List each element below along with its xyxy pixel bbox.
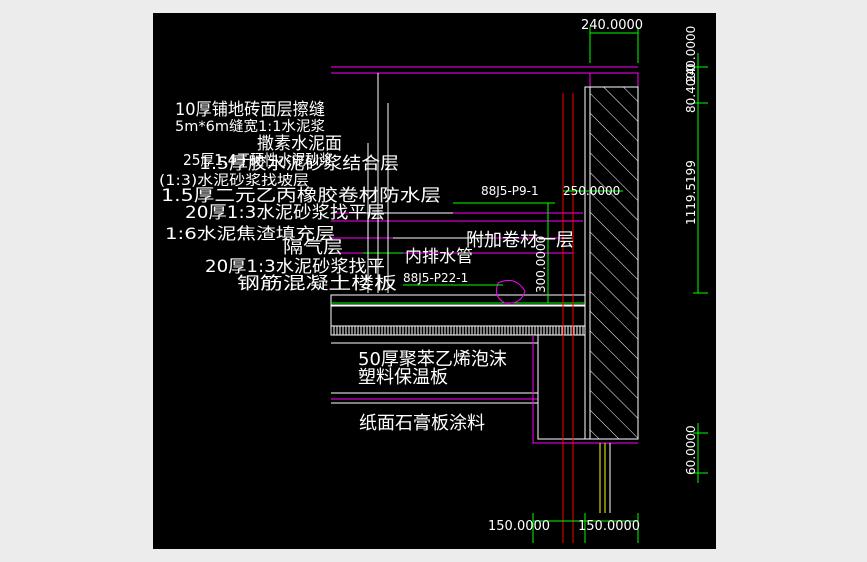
layer-label-0: 10厚铺地砖面层擦缝 — [175, 100, 325, 120]
dim-right-top: 80.4000 — [684, 63, 698, 113]
dim-vertical-inner: 300.0000 — [534, 236, 548, 293]
layer-label-7: 20厚1:3水泥砂浆找平层 — [185, 203, 385, 223]
layer-label-1: 5m*6m缝宽1:1水泥浆 — [175, 118, 325, 135]
layer-label-10: 20厚1:3水泥砂浆找平 — [205, 257, 385, 277]
note-insulation-1: 50厚聚苯乙烯泡沫 — [358, 349, 507, 370]
dim-right-height: 1119.5199 — [684, 160, 698, 225]
layer-label-11: 钢筋混凝土楼板 — [237, 274, 397, 294]
dim-right-top-overlap: 240.0000 — [684, 26, 698, 83]
layer-label-9: 隔气层 — [283, 238, 343, 258]
dim-bottom-right: 150.0000 — [578, 519, 640, 534]
dim-top-width: 240.0000 — [581, 18, 643, 33]
layer-label-4: 1.5厚胶水泥砂浆结合层 — [199, 154, 399, 174]
dimension-lines — [363, 27, 708, 543]
ref-mid: 88J5-P22-1 — [403, 271, 468, 285]
dim-right-bottom: 60.0000 — [684, 425, 698, 475]
axis-lines — [562, 93, 574, 543]
section-detail-drawing: 240.000080.4000240.00001119.519960.00003… — [159, 18, 708, 543]
layer-label-2: 撒素水泥面 — [257, 134, 342, 154]
note-insulation-2: 塑料保温板 — [358, 367, 448, 388]
parapet-cap — [331, 66, 639, 88]
dim-bottom-left: 150.0000 — [488, 519, 550, 534]
note-ceiling: 纸面石膏板涂料 — [359, 412, 485, 434]
concrete-wall — [584, 86, 639, 440]
dim-inner-horizontal: 250.0000 — [563, 184, 620, 198]
note-extra-layer: 附加卷材一层 — [466, 230, 574, 251]
drain-pipe — [496, 279, 611, 513]
ref-top: 88J5-P9-1 — [481, 184, 539, 198]
leader-lines — [358, 73, 493, 293]
layer-label-3: 25厚1:4干硬性水泥砂浆 — [183, 151, 333, 169]
layer-label-6: 1.5厚二元乙丙橡胶卷材防水层 — [161, 186, 441, 206]
layer-label-5: (1:3)水泥砂浆找坡层 — [159, 173, 309, 189]
layer-label-8: 1:6水泥焦渣填充层 — [165, 224, 335, 243]
beam — [532, 325, 638, 444]
note-inner-drain: 内排水管 — [405, 247, 473, 267]
